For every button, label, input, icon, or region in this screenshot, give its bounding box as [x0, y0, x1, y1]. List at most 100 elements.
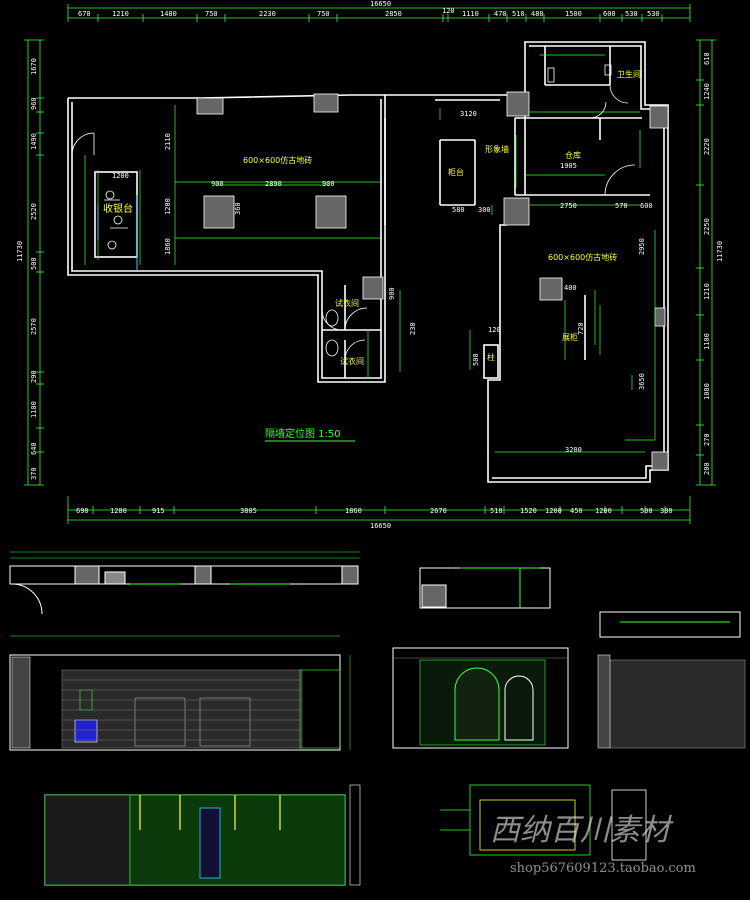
bottom-dim-2: 915 [152, 507, 165, 515]
inner-dim-23: 500 [472, 353, 480, 366]
label-display: 展柜 [562, 332, 578, 342]
elevation-lattice [44, 784, 361, 886]
toilet-fixtures [325, 64, 612, 357]
right-dim-7: 270 [703, 433, 711, 446]
bottom-dim-3: 3805 [240, 507, 257, 515]
top-dim-13: 600 [603, 10, 616, 18]
elevation-furniture [440, 784, 647, 861]
inner-dim-5: 900 [211, 180, 224, 188]
label-fitting-room-1: 试衣间 [335, 298, 359, 308]
top-total-dim: 16650 [370, 0, 391, 8]
bottom-dim-5: 2670 [430, 507, 447, 515]
top-dim-1: 1210 [112, 10, 129, 18]
top-dimension-chain [67, 4, 691, 22]
label-tile-left: 600×600仿古地砖 [243, 155, 312, 165]
label-cashier: 收银台 [103, 202, 133, 215]
top-dim-7: 120 [442, 7, 455, 15]
top-dim-4: 2230 [259, 10, 276, 18]
inner-dim-2: 1860 [164, 238, 172, 255]
door-swings [71, 84, 636, 361]
right-dim-8: 200 [703, 462, 711, 475]
right-dim-4: 1210 [703, 283, 711, 300]
top-dim-6: 2850 [385, 10, 402, 18]
top-dim-3: 750 [205, 10, 218, 18]
inner-dim-19: 3200 [565, 446, 582, 454]
top-dim-9: 470 [494, 10, 507, 18]
label-counter: 柜台 [448, 167, 464, 177]
inner-dim-13: 570 [615, 202, 628, 210]
top-dim-texts: 670 1210 1480 750 2230 750 2850 120 1110… [78, 7, 660, 18]
inner-dim-20: 230 [409, 322, 417, 335]
inner-dim-16: 720 [577, 322, 585, 335]
top-dim-8: 1110 [462, 10, 479, 18]
right-dim-3: 2250 [703, 218, 711, 235]
bottom-dim-10: 1200 [595, 507, 612, 515]
inner-dim-texts: 2110 1200 1860 1200 2890 900 900 360 580… [112, 110, 653, 454]
bottom-dim-7: 1520 [520, 507, 537, 515]
top-dim-10: 510 [512, 10, 525, 18]
inner-dim-22: 900 [388, 287, 396, 300]
left-dim-1: 960 [30, 97, 38, 110]
left-dim-7: 1100 [30, 401, 38, 418]
right-dim-6: 1080 [703, 383, 711, 400]
right-dim-1: 1240 [703, 83, 711, 100]
cashier-cyan-lines [97, 195, 138, 270]
inner-dim-15: 400 [564, 284, 577, 292]
inner-dim-17: 2950 [638, 238, 646, 255]
bottom-dim-6: 510 [490, 507, 503, 515]
label-column: 柱 [487, 352, 495, 362]
inner-dim-1: 1200 [112, 172, 129, 180]
label-toilet: 卫生间 [617, 69, 641, 79]
bottom-dim-9: 450 [570, 507, 583, 515]
inner-dim-4: 2890 [265, 180, 282, 188]
inner-dim-3: 1200 [164, 198, 172, 215]
top-dim-5: 750 [317, 10, 330, 18]
bottom-dimension-chain [67, 496, 691, 524]
label-shaped-wall: 形象墙 [485, 144, 509, 154]
inner-dim-18: 3650 [638, 373, 646, 390]
top-dim-12: 1500 [565, 10, 582, 18]
left-dim-4: 500 [30, 257, 38, 270]
cashier-figures [104, 190, 128, 250]
inner-dim-10: 3120 [460, 110, 477, 118]
top-dim-11: 480 [531, 10, 544, 18]
inner-dim-0: 2110 [164, 133, 172, 150]
label-fitting-room-2: 试衣间 [340, 356, 364, 366]
left-dim-5: 2570 [30, 318, 38, 335]
inner-dim-6: 900 [322, 180, 335, 188]
right-dim-5: 1100 [703, 333, 711, 350]
right-dim-2: 2220 [703, 138, 711, 155]
left-dim-texts: 11730 1670 960 1490 2520 500 2570 290 11… [16, 58, 38, 480]
right-dim-0: 610 [703, 52, 711, 65]
left-dim-2: 1490 [30, 133, 38, 150]
structural-columns [196, 91, 669, 471]
inner-dim-21: 120 [488, 326, 501, 334]
left-dim-6: 290 [30, 370, 38, 383]
plan-title: 隔墙定位图 1:50 [265, 427, 341, 440]
bottom-dim-texts: 690 1280 915 3805 1860 2670 510 1520 120… [76, 507, 673, 530]
elevation-front-1 [9, 635, 351, 751]
top-dim-2: 1480 [160, 10, 177, 18]
bottom-dim-0: 690 [76, 507, 89, 515]
inner-dim-14: 600 [640, 202, 653, 210]
top-dim-0: 670 [78, 10, 91, 18]
elevation-plan-right [419, 567, 551, 609]
floor-plan-walls [67, 41, 669, 483]
inner-dim-12: 2750 [560, 202, 577, 210]
top-dim-15: 530 [647, 10, 660, 18]
bottom-dim-8: 1200 [545, 507, 562, 515]
bottom-dim-12: 300 [660, 507, 673, 515]
bottom-dim-1: 1280 [110, 507, 127, 515]
right-dimension-chain [696, 39, 716, 486]
inner-dim-9: 300 [478, 206, 491, 214]
inner-dim-7: 360 [234, 202, 242, 215]
elevation-arches [392, 647, 569, 749]
interior-detail-lines [84, 54, 656, 453]
left-dim-9: 370 [30, 467, 38, 480]
bottom-dim-4: 1860 [345, 507, 362, 515]
left-total-dim: 11730 [16, 241, 24, 262]
watermark-chinese: 西纳百川素材 [490, 813, 674, 848]
bottom-dim-11: 500 [640, 507, 653, 515]
watermark-url: shop567609123.taobao.com [510, 861, 696, 876]
